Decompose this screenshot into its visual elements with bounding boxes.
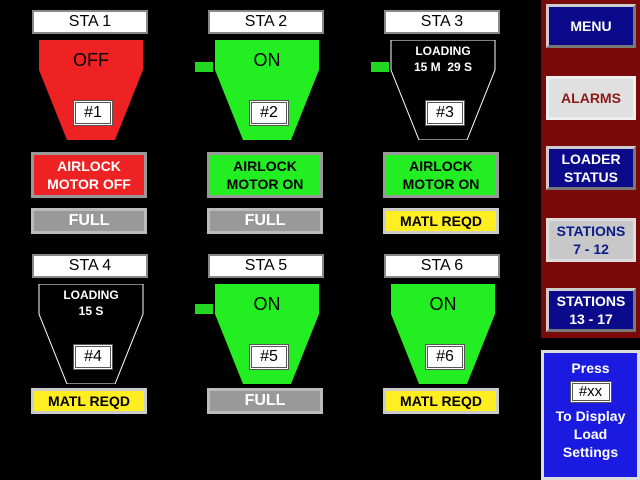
hopper-state: ON: [429, 294, 457, 314]
menu-button[interactable]: MENU: [546, 4, 636, 48]
station-label: STA 5: [208, 254, 324, 278]
hopper[interactable]: ON #5: [207, 284, 327, 384]
fill-status-badge: MATL REQD: [383, 208, 499, 234]
alarms-button[interactable]: ALARMS: [546, 76, 636, 120]
station-number-box[interactable]: #5: [249, 344, 289, 370]
side-indicator: [371, 62, 389, 72]
station-label: STA 1: [32, 10, 148, 34]
station-label: STA 4: [32, 254, 148, 278]
hopper[interactable]: ON #2: [207, 40, 327, 140]
station-number-box[interactable]: #1: [73, 100, 113, 126]
station-label: STA 2: [208, 10, 324, 34]
hopper-shape: [391, 284, 495, 384]
hopper-state: ON: [253, 294, 281, 314]
hopper-shape: [38, 284, 144, 384]
example-number-box: #xx: [569, 381, 612, 403]
hopper-state: ON: [253, 50, 281, 70]
hopper-shape: [39, 40, 143, 140]
side-indicator: [195, 62, 213, 72]
fill-status-badge: FULL: [31, 208, 147, 234]
station-number-box[interactable]: #4: [73, 344, 113, 370]
help-line-3: Settings: [562, 444, 619, 460]
hopper[interactable]: OFF #1: [31, 40, 151, 140]
help-press: Press: [571, 360, 610, 376]
hopper-shape: [390, 40, 496, 140]
load-settings-help: Press #xx To Display Load Settings: [541, 350, 640, 480]
station-label: STA 6: [384, 254, 500, 278]
hopper-state: OFF: [73, 50, 109, 70]
hopper-shape: [215, 284, 319, 384]
fill-status-badge: FULL: [207, 208, 323, 234]
station-number-box[interactable]: #2: [249, 100, 289, 126]
help-line-2: Load: [573, 426, 608, 442]
station-number-box[interactable]: #3: [425, 100, 465, 126]
station-5: STA 5 ON #5 FULL: [195, 254, 357, 454]
fill-status-badge: FULL: [207, 388, 323, 414]
side-indicator: [195, 304, 213, 314]
hopper[interactable]: ON #6: [383, 284, 503, 384]
help-line-1: To Display: [555, 408, 626, 424]
fill-status-badge: MATL REQD: [31, 388, 147, 414]
station-label: STA 3: [384, 10, 500, 34]
station-number-box[interactable]: #6: [425, 344, 465, 370]
station-6: STA 6 ON #6 MATL REQD: [383, 254, 533, 454]
hopper-shape: [215, 40, 319, 140]
fill-status-badge: MATL REQD: [383, 388, 499, 414]
